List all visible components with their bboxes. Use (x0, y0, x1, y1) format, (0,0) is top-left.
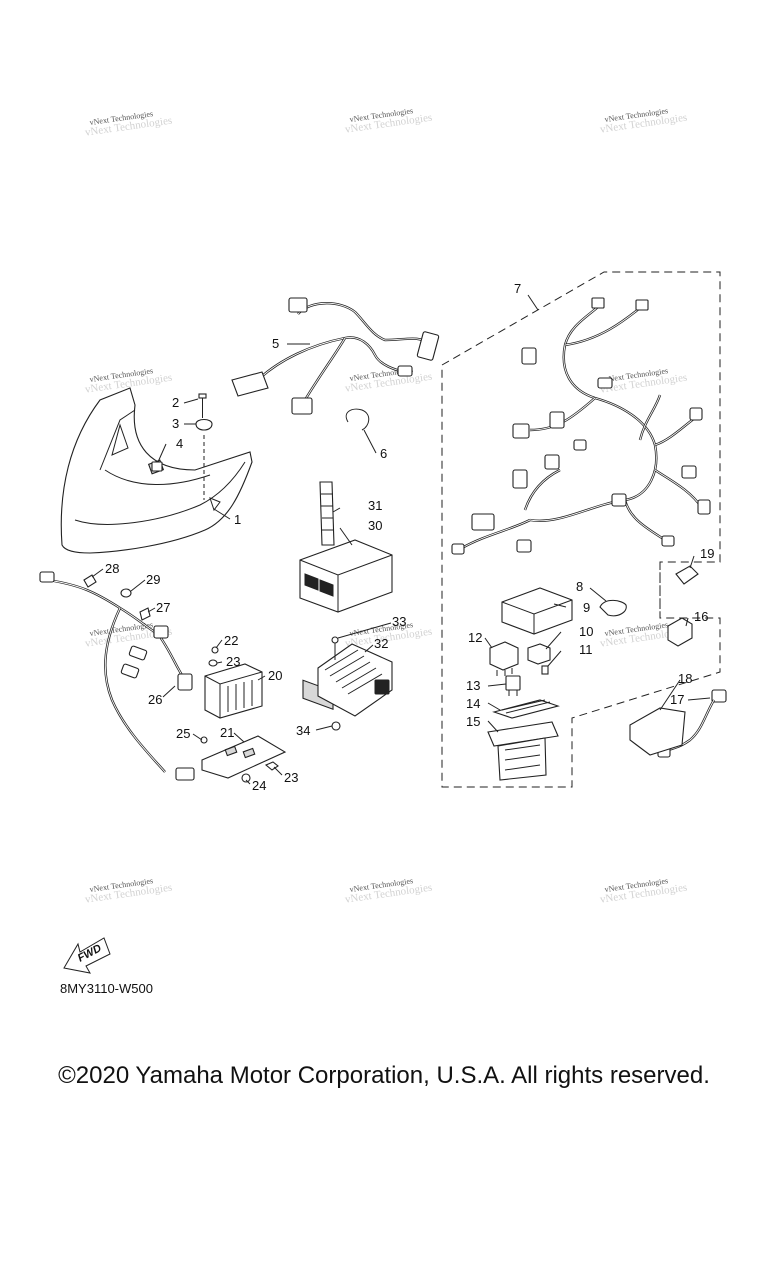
part-screw[interactable] (211, 646, 219, 654)
part-bracket[interactable] (201, 735, 287, 779)
connector (231, 371, 269, 397)
connector (397, 365, 413, 377)
callout-12: 12 (468, 630, 482, 645)
part-screw-33[interactable] (331, 636, 339, 660)
part-rectifier[interactable] (204, 663, 263, 719)
callout-8: 8 (576, 579, 583, 594)
part-bolt-25[interactable] (200, 736, 208, 744)
callouts: 1 2 3 4 5 6 7 8 9 10 11 12 13 14 15 16 1… (105, 281, 714, 793)
part-relay[interactable] (527, 643, 551, 665)
part-sub-harness[interactable] (231, 297, 440, 415)
part-nut-34[interactable] (331, 721, 341, 731)
callout-9: 9 (583, 600, 590, 615)
part-lead-harness[interactable] (39, 571, 195, 781)
callout-21: 21 (220, 725, 234, 740)
callout-6: 6 (380, 446, 387, 461)
fwd-label: FWD (76, 942, 104, 964)
part-fuse-panel[interactable] (492, 699, 560, 719)
part-bolt[interactable] (198, 393, 207, 418)
callout-4: 4 (176, 436, 183, 451)
part-connector-16[interactable] (667, 617, 693, 647)
part-washer[interactable] (208, 659, 218, 667)
callout-34: 34 (296, 723, 310, 738)
callout-20: 20 (268, 668, 282, 683)
callout-17: 17 (670, 692, 684, 707)
fwd-arrow-icon: FWD (63, 937, 111, 974)
part-diode[interactable] (505, 675, 521, 696)
callout-2: 2 (172, 395, 179, 410)
callout-10: 10 (579, 624, 593, 639)
callout-7: 7 (514, 281, 521, 296)
part-band[interactable] (345, 408, 370, 431)
part-fuse-cover[interactable] (487, 721, 559, 781)
connector (288, 297, 308, 313)
connector (416, 331, 440, 361)
part-relay-large[interactable] (489, 641, 519, 676)
part-sheet[interactable] (629, 707, 686, 756)
part-nut-24[interactable] (241, 773, 251, 783)
callout-31: 31 (368, 498, 382, 513)
callout-16: 16 (694, 609, 708, 624)
part-ecu[interactable] (299, 539, 393, 710)
callout-14: 14 (466, 696, 480, 711)
part-grommet[interactable] (120, 588, 132, 598)
part-clip-27[interactable] (139, 607, 151, 621)
callout-23: 23 (226, 654, 240, 669)
connector (291, 397, 313, 415)
part-regulator[interactable] (317, 643, 393, 717)
callout-18: 18 (678, 671, 692, 686)
callout-25: 25 (176, 726, 190, 741)
part-code: 8MY3110-W500 (60, 981, 153, 996)
callout-3: 3 (172, 416, 179, 431)
part-clip-28[interactable] (83, 574, 97, 588)
callout-24: 24 (252, 778, 266, 793)
part-main-harness[interactable] (451, 297, 711, 555)
copyright-notice: ©2020 Yamaha Motor Corporation, U.S.A. A… (58, 1062, 710, 1089)
callout-28: 28 (105, 561, 119, 576)
callout-33: 33 (392, 614, 406, 629)
part-cap[interactable] (599, 599, 627, 617)
callout-13: 13 (466, 678, 480, 693)
callout-29: 29 (146, 572, 160, 587)
part-cap-19[interactable] (675, 565, 699, 585)
callout-15: 15 (466, 714, 480, 729)
callout-23b: 23 (284, 770, 298, 785)
callout-19: 19 (700, 546, 714, 561)
callout-22: 22 (224, 633, 238, 648)
callout-32: 32 (374, 636, 388, 651)
callout-27: 27 (156, 600, 170, 615)
part-clamp[interactable] (195, 418, 213, 431)
part-fuse[interactable] (541, 665, 549, 675)
callout-5: 5 (272, 336, 279, 351)
callout-1: 1 (234, 512, 241, 527)
callout-11: 11 (579, 642, 593, 657)
part-fuse-box[interactable] (501, 587, 573, 635)
kit-outline (441, 271, 721, 788)
callout-26: 26 (148, 692, 162, 707)
leader-lines (91, 294, 711, 785)
callout-30: 30 (368, 518, 382, 533)
part-connector-small[interactable] (151, 461, 163, 472)
part-tube[interactable] (319, 481, 335, 546)
